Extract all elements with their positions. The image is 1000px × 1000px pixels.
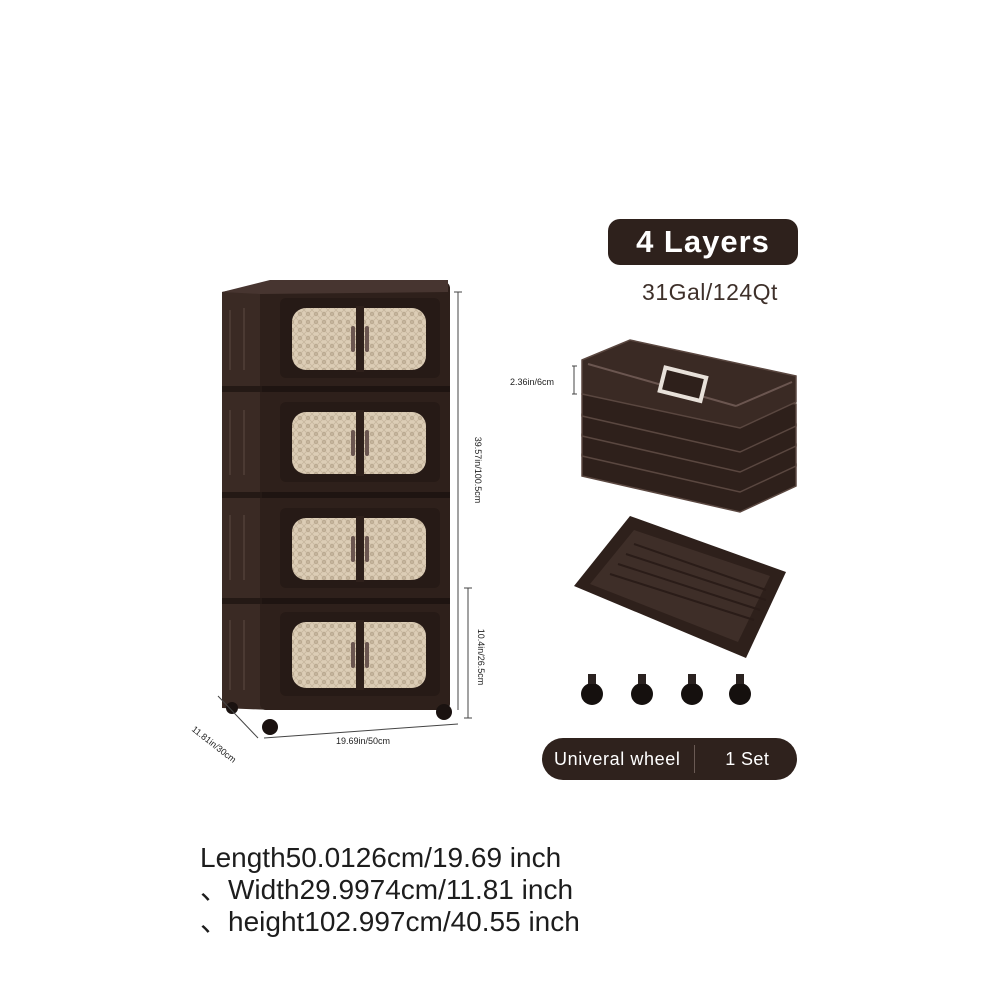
- spec-length: Length50.0126cm/19.69 inch: [200, 842, 562, 873]
- layers-badge: 4 Layers: [608, 219, 798, 265]
- width-label: 19.69in/50cm: [336, 736, 391, 746]
- spec-height: 、height102.997cm/40.55 inch: [200, 906, 580, 937]
- spec-list: Length50.0126cm/19.69 inch 、Width29.9974…: [200, 842, 580, 938]
- universal-wheel-label: Univeral wheel: [554, 748, 681, 769]
- cabinet-illustration: [217, 280, 472, 739]
- universal-wheel-badge: Univeral wheel 1 Set: [542, 738, 797, 780]
- universal-wheel-quantity: 1 Set: [725, 748, 770, 769]
- folded-height-label: 2.36in/6cm: [510, 377, 555, 387]
- spec-width: 、Width29.9974cm/11.81 inch: [200, 874, 574, 905]
- folded-stack-illustration: [572, 339, 797, 513]
- base-plate-illustration: [574, 516, 786, 658]
- badge-divider: [694, 745, 696, 773]
- capacity-text: 31Gal/124Qt: [642, 279, 778, 305]
- layer-height-label: 10.4in/26.5cm: [476, 628, 486, 686]
- wheels-illustration: [581, 674, 751, 705]
- total-height-label: 39.57in/100.5cm: [473, 436, 483, 504]
